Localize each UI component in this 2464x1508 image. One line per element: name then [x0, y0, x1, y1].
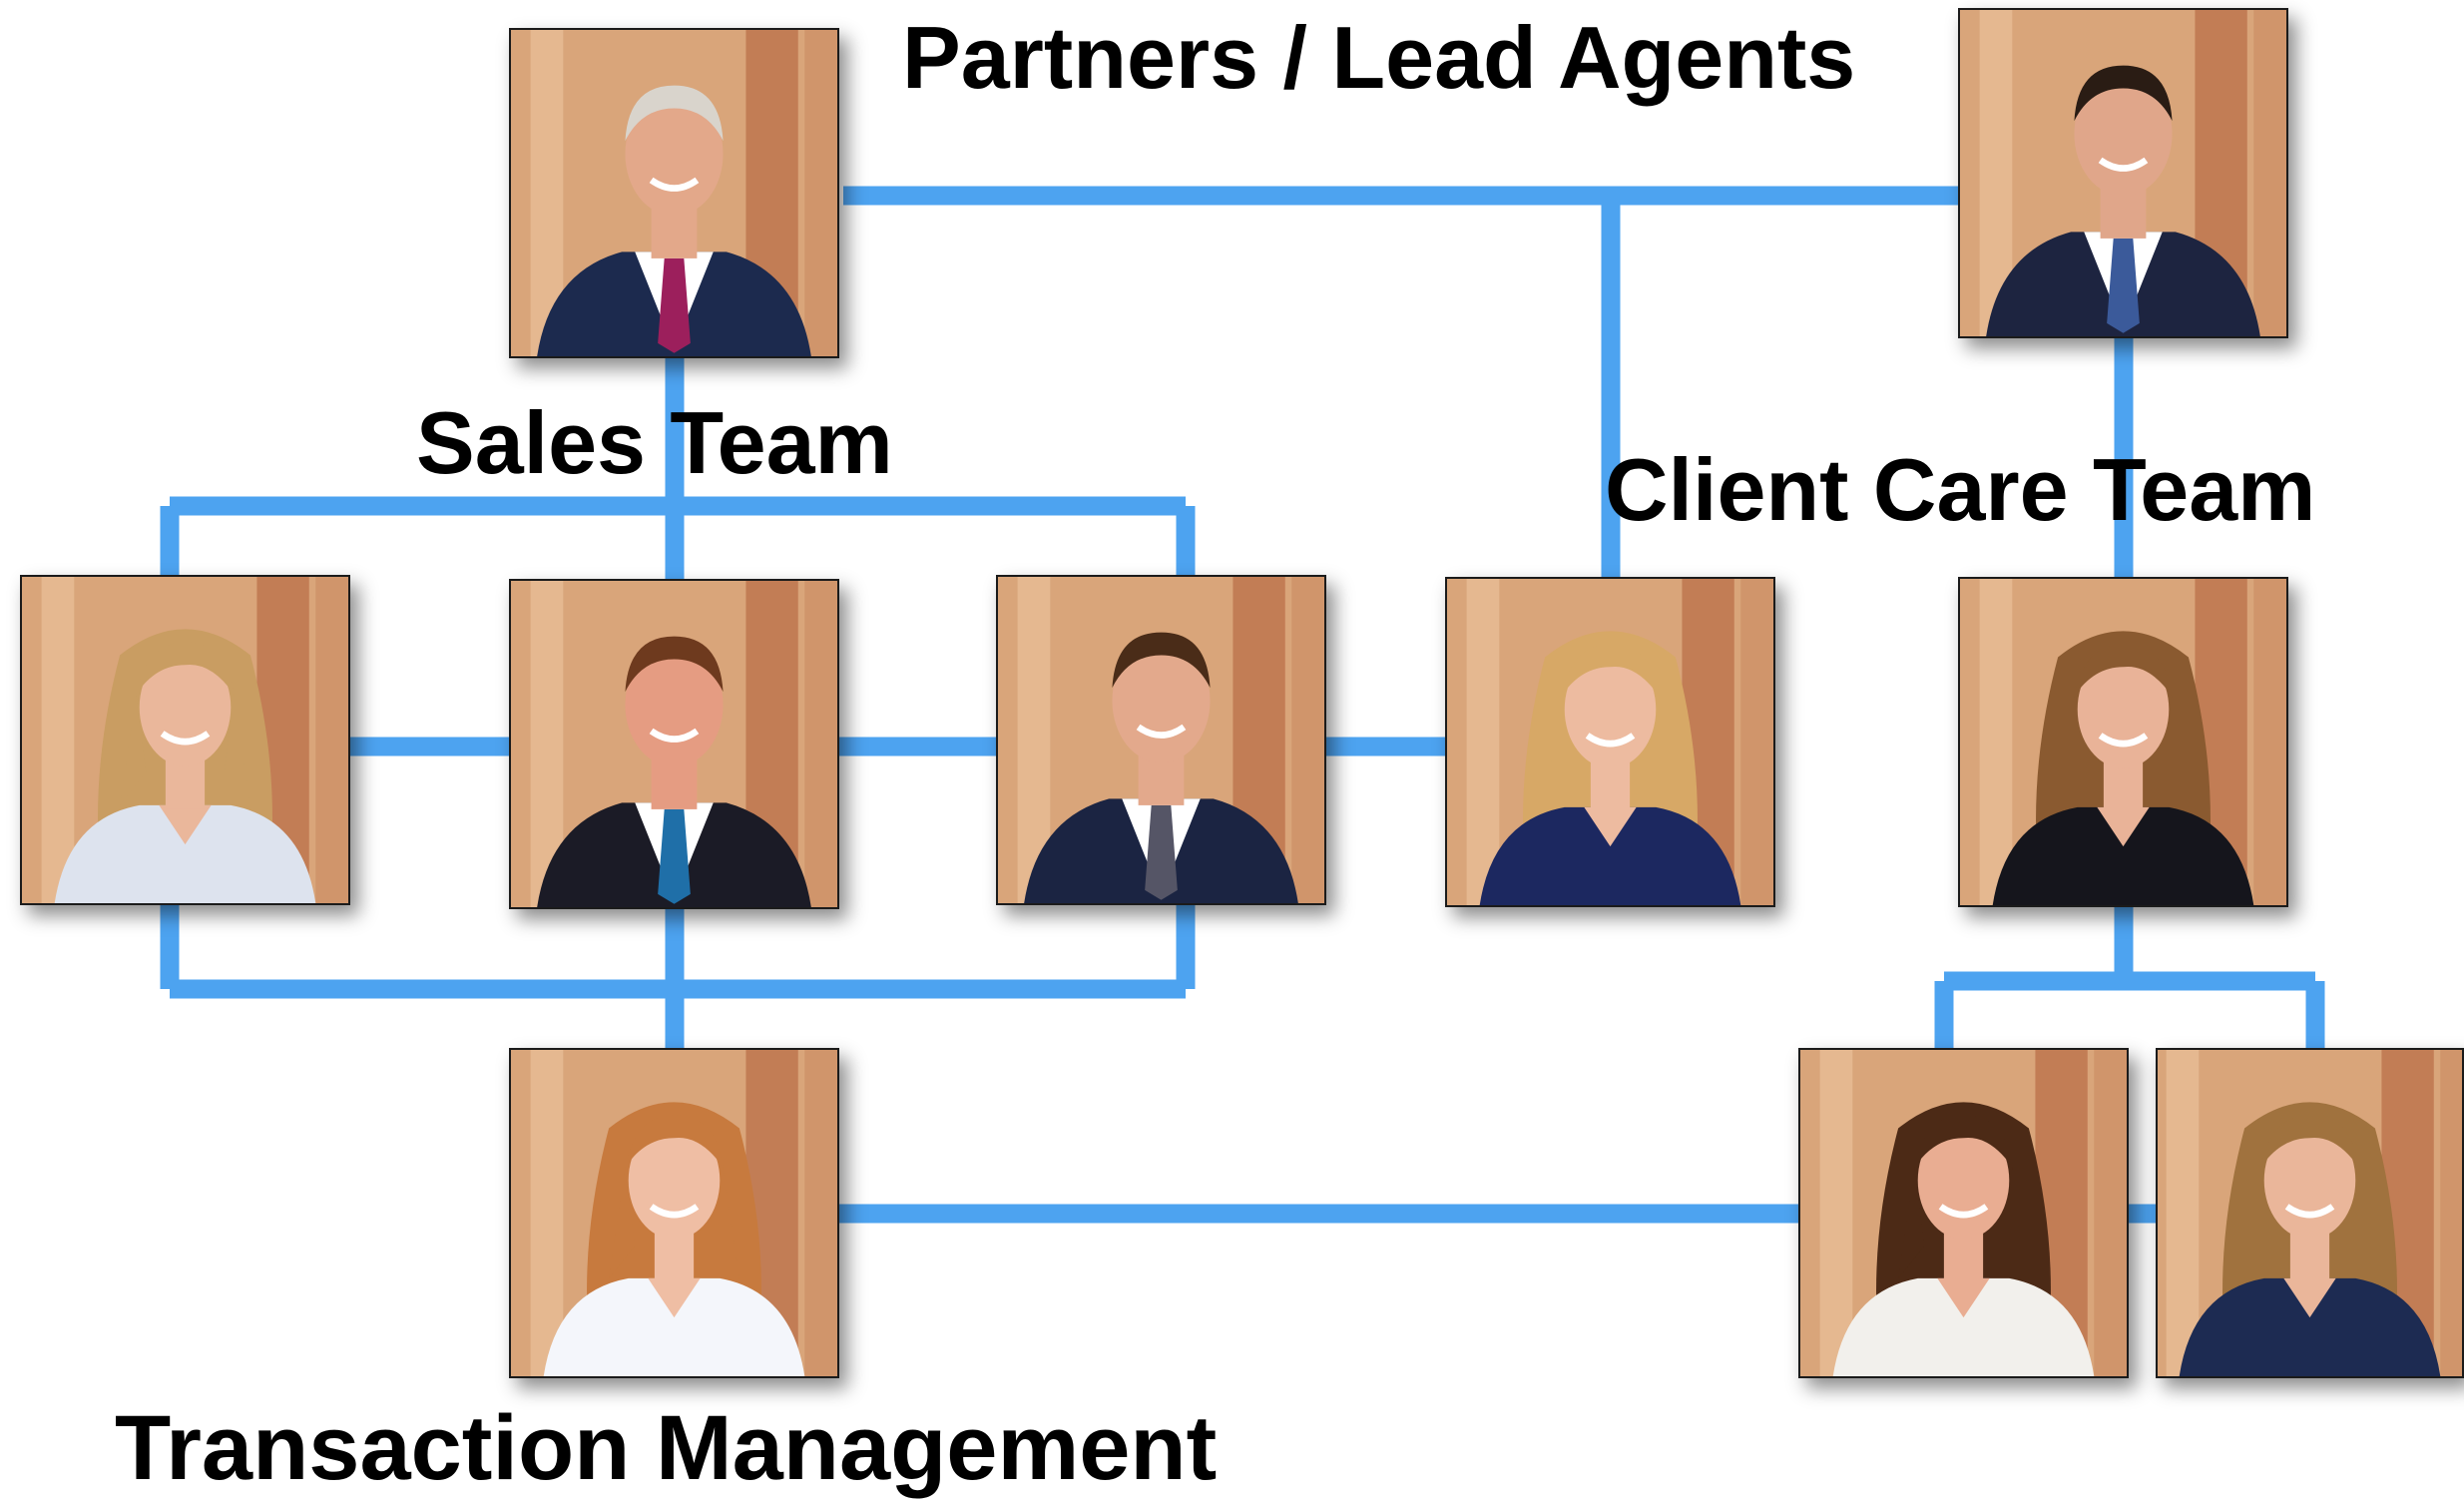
partner-photo-2: [1958, 8, 2288, 338]
client-care-photo-3: [1798, 1048, 2129, 1378]
portrait-illustration: [511, 581, 837, 907]
portrait-illustration: [22, 577, 348, 903]
portrait-illustration: [1447, 579, 1773, 905]
transaction-photo-1: [509, 1048, 839, 1378]
portrait-illustration: [1960, 10, 2286, 336]
sales-photo-3: [996, 575, 1326, 905]
transaction-management-label: Transaction Management: [115, 1397, 1218, 1499]
sales-team-label: Sales Team: [416, 393, 893, 492]
partners-label: Partners / Lead Agents: [902, 8, 1856, 107]
client-care-photo-2: [1958, 577, 2288, 907]
client-care-team-label: Client Care Team: [1605, 440, 2316, 539]
partner-photo-1: [509, 28, 839, 358]
portrait-illustration: [1800, 1050, 2127, 1376]
client-care-photo-4: [2156, 1048, 2464, 1378]
portrait-illustration: [511, 30, 837, 356]
portrait-illustration: [511, 1050, 837, 1376]
client-care-photo-1: [1445, 577, 1775, 907]
sales-photo-2: [509, 579, 839, 909]
sales-photo-1: [20, 575, 350, 905]
portrait-illustration: [2158, 1050, 2462, 1376]
portrait-illustration: [1960, 579, 2286, 905]
portrait-illustration: [998, 577, 1324, 903]
